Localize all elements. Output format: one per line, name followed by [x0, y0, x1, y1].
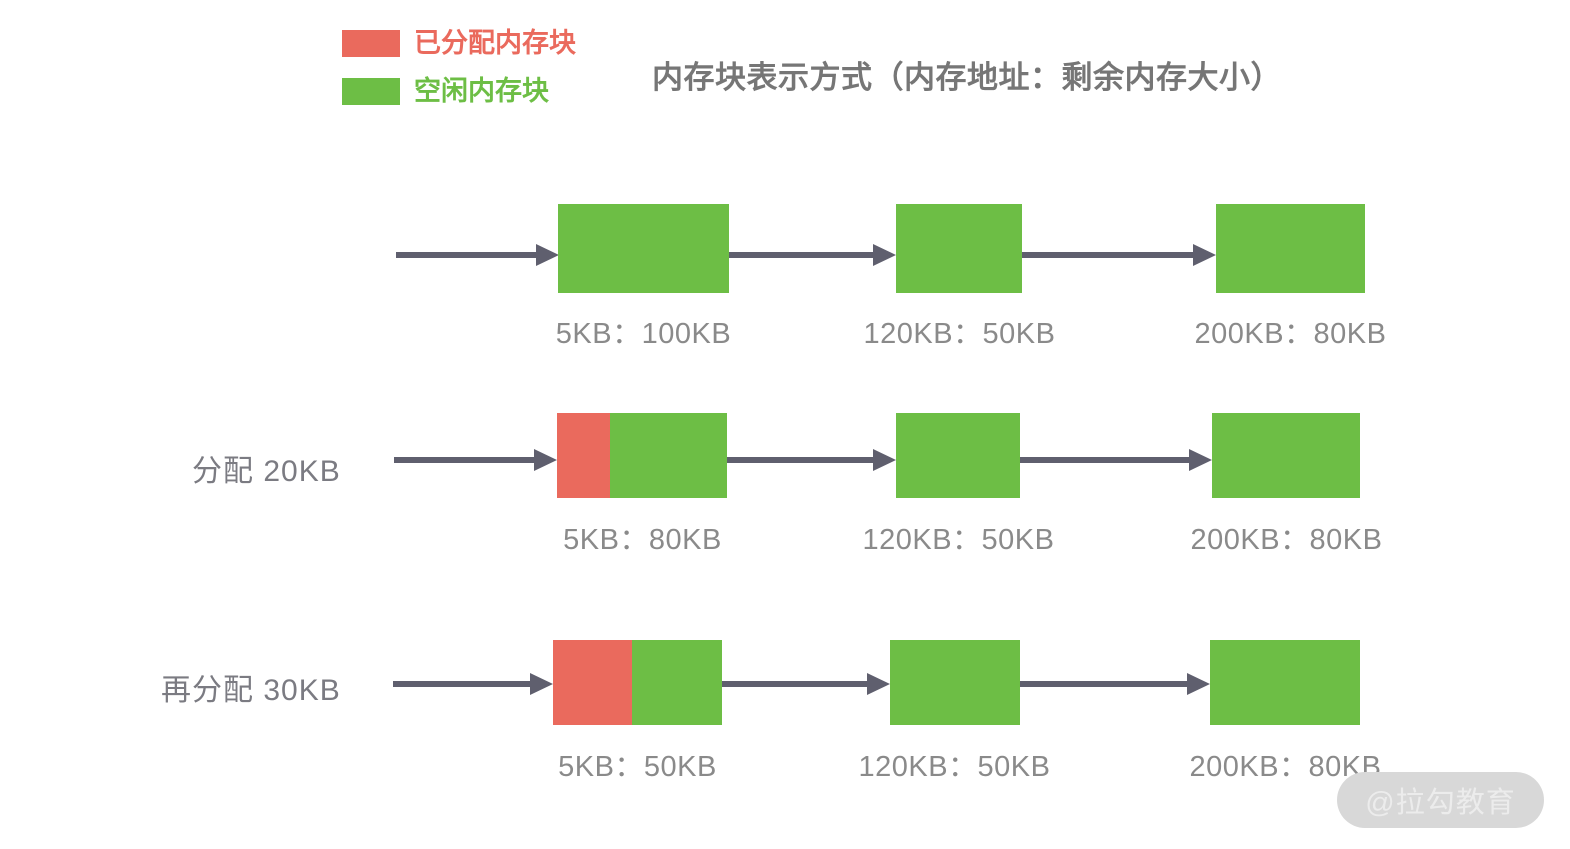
memory-block-caption: 120KB：50KB — [858, 751, 1051, 783]
arrow-block-2-to-block-3 — [1020, 673, 1210, 695]
arrow-block-1-to-block-2 — [727, 449, 896, 471]
memory-segment-free — [896, 413, 1020, 498]
memory-block — [1212, 413, 1360, 498]
memory-block — [890, 640, 1020, 725]
legend-swatch-allocated-icon — [342, 29, 400, 57]
memory-block-caption: 5KB：100KB — [555, 318, 732, 350]
memory-block-caption: 120KB：50KB — [862, 524, 1055, 556]
legend-item-allocated: 已分配内存块 — [342, 28, 576, 58]
arrow-head-to-block-1 — [393, 673, 553, 695]
memory-block-caption: 5KB：80KB — [563, 524, 722, 556]
legend: 已分配内存块 空闲内存块 — [342, 28, 576, 124]
row-label-allocate-20kb: 分配 20KB — [192, 455, 341, 488]
watermark: @拉勾教育 — [1337, 772, 1544, 828]
memory-segment-free — [896, 204, 1022, 293]
row-label-reallocate-30kb: 再分配 30KB — [161, 674, 341, 707]
memory-segment-free — [890, 640, 1020, 725]
row-initial: 5KB：100KB 120KB：50KB 200KB：80KB — [0, 204, 1570, 354]
row-allocate-20kb: 分配 20KB 5KB：80KB 120KB：50KB — [0, 413, 1570, 563]
memory-block — [553, 640, 722, 725]
arrow-block-2-to-block-3 — [1020, 449, 1212, 471]
memory-block-caption: 5KB：50KB — [558, 751, 717, 783]
legend-swatch-free-icon — [342, 77, 400, 105]
memory-segment-free — [632, 640, 722, 725]
memory-segment-free — [1216, 204, 1365, 293]
memory-block — [896, 204, 1022, 293]
row-reallocate-30kb: 再分配 30KB 5KB：50KB 120KB：50KB — [0, 640, 1570, 790]
arrow-block-1-to-block-2 — [722, 673, 890, 695]
memory-block-caption: 120KB：50KB — [863, 318, 1056, 350]
watermark-text: @拉勾教育 — [1365, 787, 1516, 819]
legend-item-free: 空闲内存块 — [342, 76, 576, 106]
memory-segment-allocated — [557, 413, 610, 498]
memory-block — [896, 413, 1020, 498]
arrow-block-2-to-block-3 — [1022, 244, 1216, 266]
memory-segment-allocated — [553, 640, 632, 725]
memory-block — [557, 413, 727, 498]
diagram-title: 内存块表示方式（内存地址：剩余内存大小） — [652, 60, 1282, 95]
memory-segment-free — [558, 204, 729, 293]
memory-block-caption: 200KB：80KB — [1190, 524, 1383, 556]
legend-label-free: 空闲内存块 — [414, 75, 549, 106]
legend-label-allocated: 已分配内存块 — [414, 27, 576, 58]
memory-block-caption: 200KB：80KB — [1194, 318, 1387, 350]
arrow-head-to-block-1 — [396, 244, 559, 266]
arrow-head-to-block-1 — [394, 449, 557, 471]
arrow-block-1-to-block-2 — [729, 244, 896, 266]
memory-block — [1210, 640, 1360, 725]
memory-segment-free — [1210, 640, 1360, 725]
memory-segment-free — [1212, 413, 1360, 498]
memory-block — [1216, 204, 1365, 293]
memory-block — [558, 204, 729, 293]
memory-segment-free — [610, 413, 727, 498]
